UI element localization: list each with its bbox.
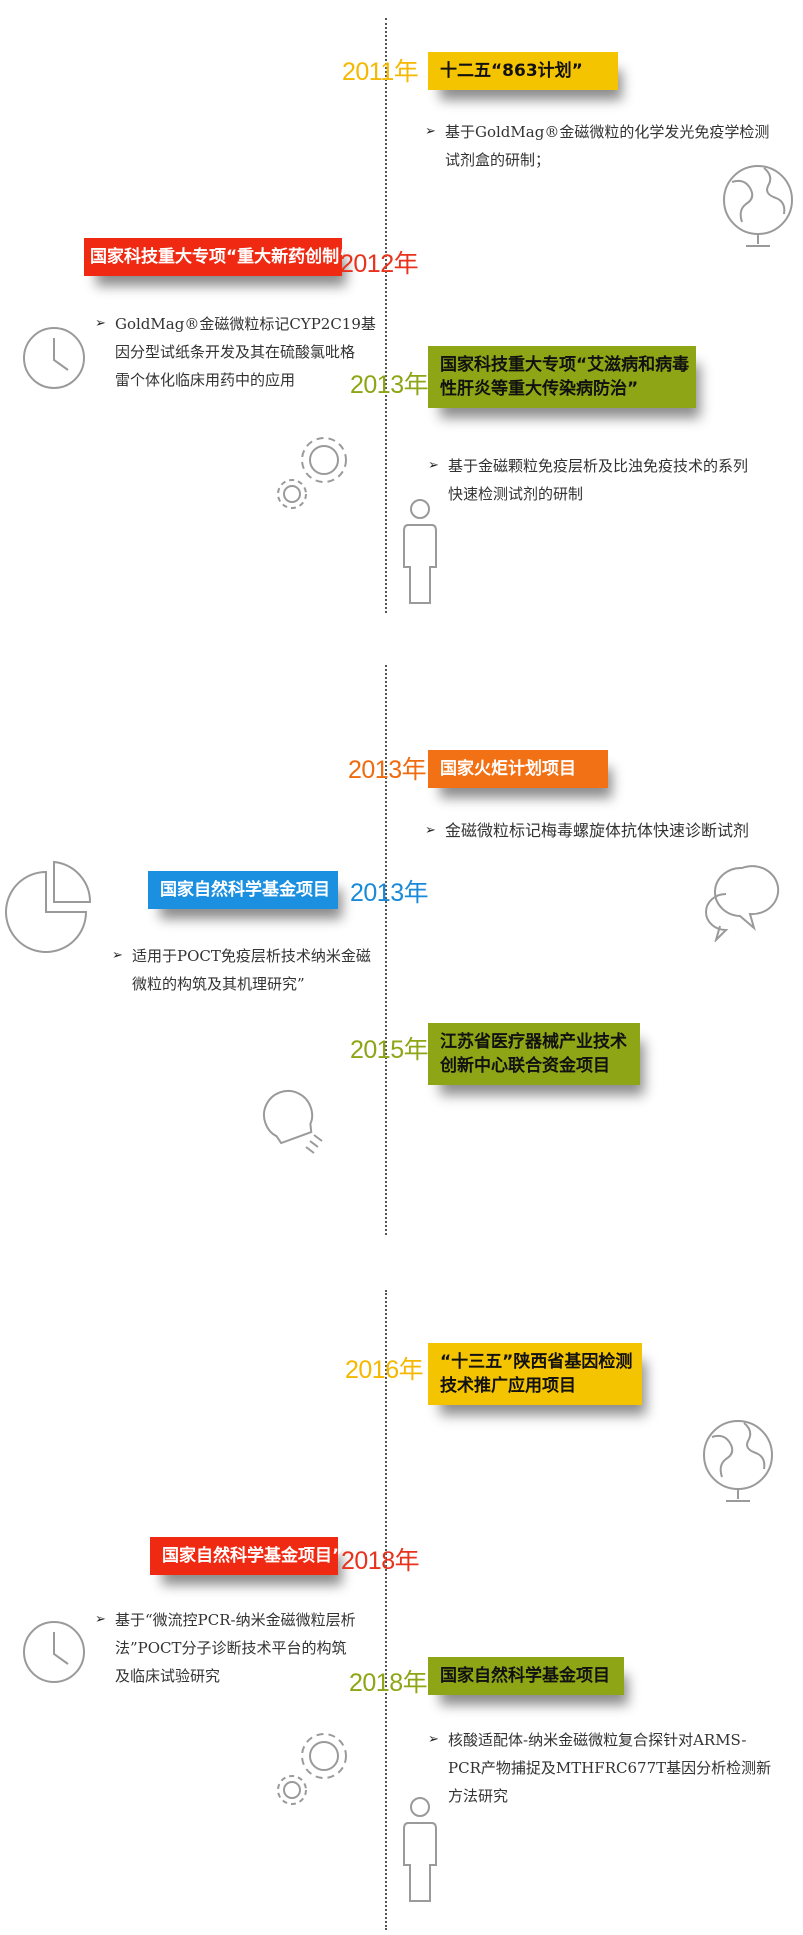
project-banner: 江苏省医疗器械产业技术 创新中心联合资金项目 — [428, 1023, 640, 1085]
bullet-text: 雷个体化临床用药中的应用 — [115, 371, 296, 389]
banner-text: 国家自然科学基金项目 — [160, 880, 330, 900]
description-bullet: ➢ GoldMag®金磁微粒标记CYP2C19基 因分型试纸条开发及其在硫酸氯吡… — [95, 310, 376, 394]
bullet-text: 核酸适配体-纳米金磁微粒复合探针对ARMS- — [448, 1731, 747, 1749]
bullet-text: 及临床试验研究 — [115, 1667, 221, 1685]
project-banner: 国家科技重大专项“重大新药创制” — [84, 238, 351, 276]
bullet-text: 金磁微粒标记梅毒螺旋体抗体快速诊断试剂 — [445, 821, 750, 840]
bullet-text: 法”POCT分子诊断技术平台的构筑 — [115, 1639, 347, 1657]
globe-icon — [698, 1407, 778, 1507]
project-banner: “十三五”陕西省基因检测 技术推广应用项目 — [428, 1343, 642, 1405]
project-banner: 十二五“863计划” — [428, 52, 618, 90]
arrow-icon: ➢ — [428, 458, 439, 473]
arrow-icon: ➢ — [112, 948, 123, 963]
year-label: 2015年 — [350, 1036, 429, 1064]
arrow-icon: ➢ — [428, 1732, 439, 1747]
year-label: 2018年 — [341, 1547, 420, 1575]
bullet-text: 微粒的构筑及其机理研究” — [132, 975, 305, 993]
year-label: 2016年 — [345, 1356, 424, 1384]
bullet-text: 基于GoldMag®金磁微粒的化学发光免疫学检测 — [445, 123, 770, 141]
banner-text: 国家自然科学基金项目 — [440, 1666, 610, 1686]
timeline-line — [385, 1290, 387, 1930]
clock-icon — [22, 318, 86, 398]
lightbulb-icon — [258, 1085, 338, 1157]
bullet-text: PCR产物捕捉及MTHFRC677T基因分析检测新 — [448, 1759, 772, 1777]
description-bullet: ➢ 基于“微流控PCR-纳米金磁微粒层析 法”POCT分子诊断技术平台的构筑 及… — [95, 1606, 375, 1690]
project-banner: 国家自然科学基金项目 — [148, 871, 338, 909]
year-label: 2013年 — [348, 756, 427, 784]
bullet-text: 基于“微流控PCR-纳米金磁微粒层析 — [115, 1611, 356, 1629]
banner-text: 性肝炎等重大传染病防治” — [440, 379, 639, 399]
project-banner: 国家自然科学基金项目 — [428, 1657, 624, 1695]
arrow-icon: ➢ — [95, 316, 106, 331]
banner-text: 江苏省医疗器械产业技术 — [440, 1032, 627, 1052]
year-label: 2018年 — [349, 1669, 428, 1697]
description-bullet: ➢ 基于GoldMag®金磁微粒的化学发光免疫学检测 试剂盒的研制； — [425, 118, 770, 174]
banner-text: 国家科技重大专项“重大新药创制” — [90, 247, 351, 267]
project-banner: 国家自然科学基金项目” — [150, 1537, 344, 1575]
project-banner: 国家火炬计划项目 — [428, 750, 608, 788]
bullet-text: 试剂盒的研制； — [445, 151, 551, 169]
chat-bubbles-icon — [702, 862, 782, 942]
description-bullet: ➢ 金磁微粒标记梅毒螺旋体抗体快速诊断试剂 — [425, 817, 785, 845]
year-label: 2013年 — [350, 879, 429, 907]
year-label: 2013年 — [350, 371, 429, 399]
year-label: 2012年 — [340, 250, 419, 278]
gears-icon — [272, 1724, 354, 1812]
timeline-line — [385, 18, 387, 613]
arrow-icon: ➢ — [95, 1612, 106, 1627]
bullet-text: 因分型试纸条开发及其在硫酸氯吡格 — [115, 343, 356, 361]
globe-icon — [718, 152, 798, 252]
description-bullet: ➢ 核酸适配体-纳米金磁微粒复合探针对ARMS- PCR产物捕捉及MTHFRC6… — [428, 1726, 778, 1810]
person-icon — [400, 1795, 440, 1905]
bullet-text: 适用于POCT免疫层析技术纳米金磁 — [132, 947, 371, 965]
bullet-text: GoldMag®金磁微粒标记CYP2C19基 — [115, 315, 376, 333]
description-bullet: ➢ 适用于POCT免疫层析技术纳米金磁 微粒的构筑及其机理研究” — [112, 942, 382, 998]
banner-text: 国家科技重大专项“艾滋病和病毒 — [440, 355, 690, 375]
person-icon — [400, 497, 440, 607]
banner-text: 国家火炬计划项目 — [440, 759, 576, 779]
project-banner: 国家科技重大专项“艾滋病和病毒 性肝炎等重大传染病防治” — [428, 346, 696, 408]
banner-text: 技术推广应用项目 — [440, 1376, 576, 1396]
bullet-text: 方法研究 — [448, 1787, 509, 1805]
year-label: 2011年 — [342, 58, 419, 86]
banner-text: “十三五”陕西省基因检测 — [440, 1352, 633, 1372]
gears-icon — [272, 428, 354, 516]
clock-icon — [22, 1612, 86, 1692]
banner-text: 十二五“863计划” — [440, 61, 583, 81]
bullet-text: 快速检测试剂的研制 — [448, 485, 584, 503]
banner-text: 国家自然科学基金项目” — [162, 1546, 344, 1566]
pie-chart-icon — [2, 852, 94, 964]
bullet-text: 基于金磁颗粒免疫层析及比浊免疫技术的系列 — [448, 457, 749, 475]
arrow-icon: ➢ — [425, 823, 436, 838]
timeline-line — [385, 665, 387, 1235]
description-bullet: ➢ 基于金磁颗粒免疫层析及比浊免疫技术的系列 快速检测试剂的研制 — [428, 452, 768, 508]
banner-text: 创新中心联合资金项目 — [440, 1056, 610, 1076]
arrow-icon: ➢ — [425, 124, 436, 139]
